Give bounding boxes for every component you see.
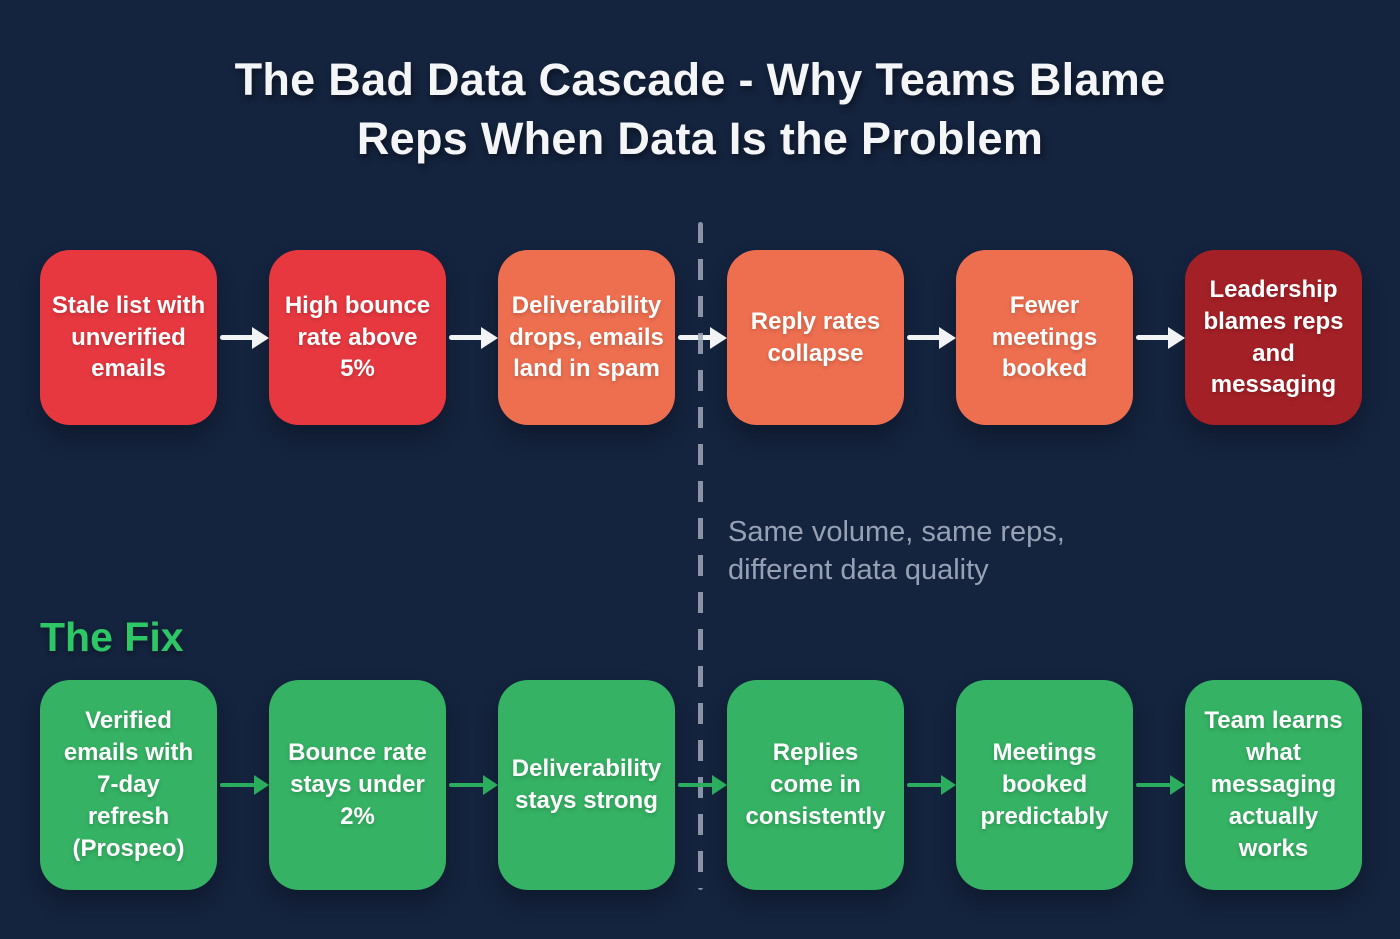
flow-step-label: Verified emails with 7-day refresh (Pros…: [63, 707, 194, 862]
flow-step-label: Deliverability drops, emails land in spa…: [509, 291, 664, 383]
flow-step-bounce-under-2: Bounce rate stays under 2%: [269, 680, 446, 890]
flow-step-replies-consistent: Replies come in consistently: [727, 680, 904, 890]
flow-step-verified-emails: Verified emails with 7-day refresh (Pros…: [40, 680, 217, 890]
flow-step-label: High bounce rate above 5%: [284, 291, 431, 383]
problem-flow-row: Stale list with unverified emails High b…: [40, 250, 1362, 425]
flow-step-leadership-blames: Leadership blames reps and messaging: [1185, 250, 1362, 425]
flow-step-team-learns: Team learns what messaging actually work…: [1185, 680, 1362, 890]
flow-step-label: Meetings booked predictably: [980, 739, 1109, 830]
arrow-right-icon: [675, 680, 727, 890]
flow-step-label: Reply rates collapse: [750, 307, 881, 367]
flow-step-meetings-predictable: Meetings booked predictably: [956, 680, 1133, 890]
arrow-right-icon: [675, 250, 727, 425]
arrow-right-icon: [217, 250, 269, 425]
arrow-right-icon: [904, 680, 956, 890]
dashed-divider-line: [698, 222, 703, 890]
flow-step-fewer-meetings: Fewer meetings booked: [956, 250, 1133, 425]
flow-step-label: Fewer meetings booked: [991, 291, 1098, 383]
divider-note: Same volume, same reps, different data q…: [728, 516, 1065, 587]
flow-step-label: Leadership blames reps and messaging: [1203, 275, 1344, 399]
flow-step-high-bounce: High bounce rate above 5%: [269, 250, 446, 425]
arrow-right-icon: [217, 680, 269, 890]
arrow-right-icon: [446, 680, 498, 890]
arrow-right-icon: [904, 250, 956, 425]
page-title-line1: The Bad Data Cascade - Why Teams Blame: [234, 54, 1166, 105]
flow-step-label: Stale list with unverified emails: [51, 291, 206, 383]
flow-step-label: Bounce rate stays under 2%: [288, 739, 427, 830]
flow-step-deliverability-drops: Deliverability drops, emails land in spa…: [498, 250, 675, 425]
flow-step-label: Replies come in consistently: [745, 739, 886, 830]
flow-step-label: Team learns what messaging actually work…: [1204, 707, 1343, 862]
arrow-right-icon: [1133, 250, 1185, 425]
arrow-right-icon: [446, 250, 498, 425]
fix-flow-row: Verified emails with 7-day refresh (Pros…: [40, 680, 1362, 890]
flow-step-label: Deliverability stays strong: [511, 755, 662, 814]
flow-step-reply-rates-collapse: Reply rates collapse: [727, 250, 904, 425]
flow-step-stale-list: Stale list with unverified emails: [40, 250, 217, 425]
flow-step-deliverability-strong: Deliverability stays strong: [498, 680, 675, 890]
arrow-right-icon: [1133, 680, 1185, 890]
fix-section-heading: The Fix: [40, 614, 184, 660]
page-title: The Bad Data Cascade - Why Teams Blame R…: [0, 50, 1400, 168]
page-title-line2: Reps When Data Is the Problem: [356, 113, 1044, 164]
